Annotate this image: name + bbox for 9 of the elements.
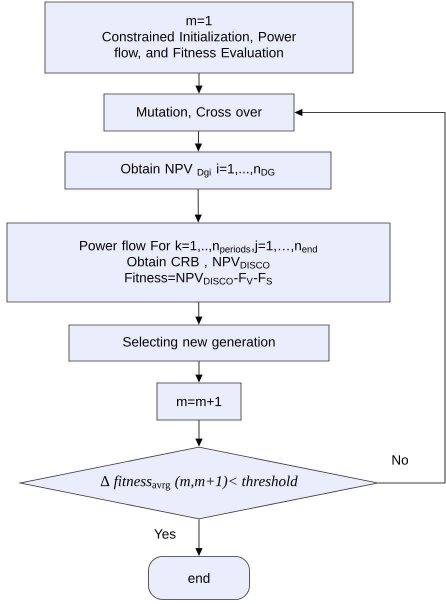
process-box: m=1 Constrained Initialization, Power flow, and Fitness Evaluation [44, 2, 354, 74]
process-box: Selecting new generation [68, 324, 330, 362]
edge-label: No [390, 454, 410, 466]
process-box: Mutation, Cross over [104, 94, 294, 132]
process-box: m=m+1 [156, 382, 242, 420]
process-box: Power flow For k=1,..,n$_{periods}$,j=1,…,n$_{end}$ Obtain CRB , NPV$_{DISCO}$ Fitness=NPV$_{DISCO}$-F$_{V}$-F$_{S}$ [6, 222, 390, 302]
process-box: Obtain NPV $_{Dgi}$ i=1,...,n$_{DG}$ [64, 152, 332, 190]
edge-label: Yes [152, 528, 177, 540]
terminal-box: end [148, 556, 250, 600]
